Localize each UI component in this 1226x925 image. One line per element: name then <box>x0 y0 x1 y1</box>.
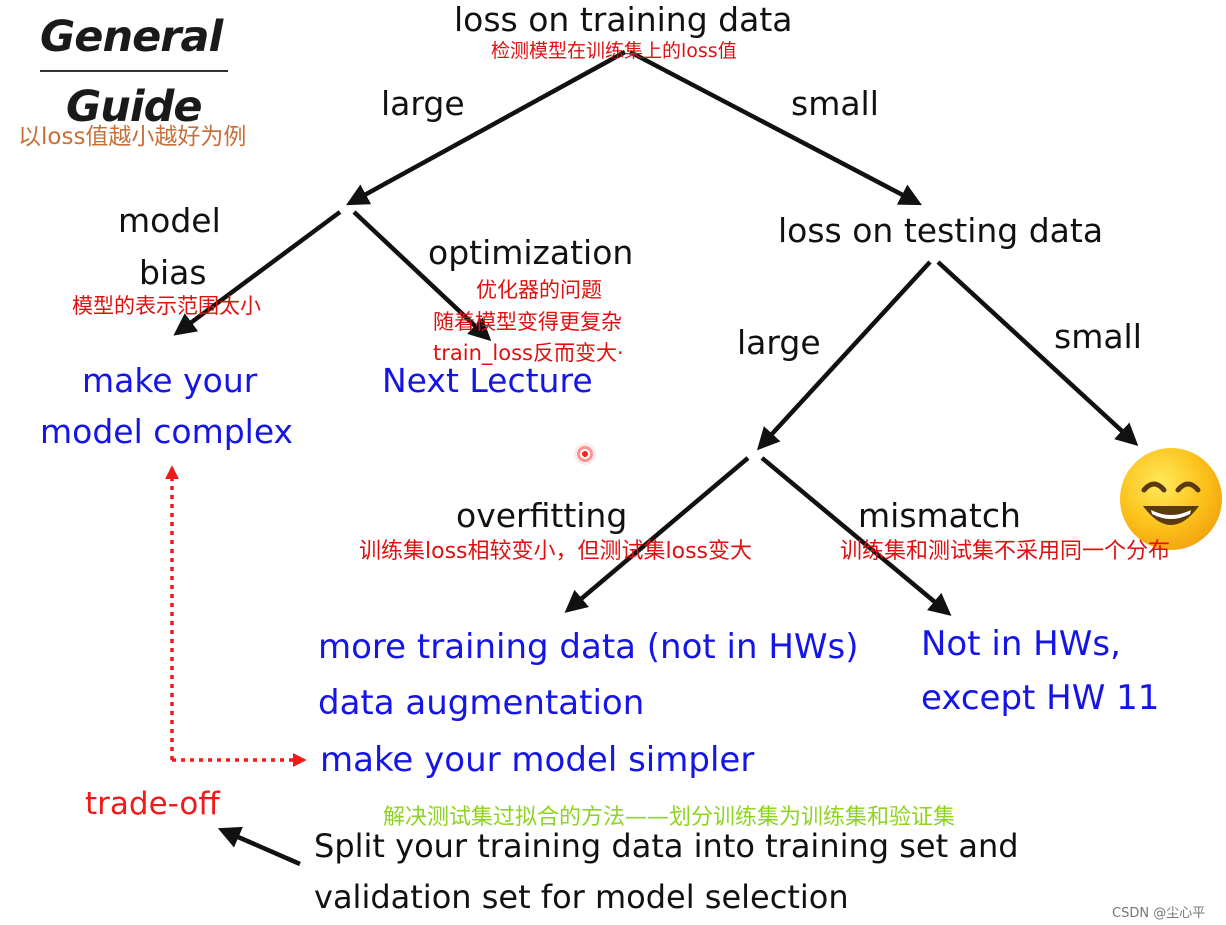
edge-to-optimization <box>352 210 492 342</box>
overfitting-remedy-1: more training data (not in HWs) <box>318 627 859 667</box>
optimization-remedy: Next Lecture <box>382 361 593 400</box>
note-loss-smaller-better: 以loss值越小越好为例 <box>18 124 247 150</box>
overfitting-annotation: 训练集loss相较变小，但测试集loss变大 <box>359 539 752 564</box>
model-bias-annotation: 模型的表示范围太小 <box>72 294 261 318</box>
title-general: General <box>40 12 223 62</box>
edge-root-to-train-small <box>628 50 922 206</box>
mismatch-annotation: 训练集和测试集不采用同一个分布 <box>840 539 1171 564</box>
mismatch-remedy-line1: Not in HWs, <box>921 624 1121 664</box>
overfitting-remedy-3: make your model simpler <box>320 740 755 780</box>
test-node-label: loss on testing data <box>778 211 1104 250</box>
mismatch-label: mismatch <box>858 496 1021 535</box>
branch-label-test-small: small <box>1054 317 1142 356</box>
optimization-annotation-line2: 随着模型变得更复杂 <box>433 310 622 334</box>
split-line1: Split your training data into training s… <box>314 827 1019 865</box>
branch-label-train-small: small <box>791 84 879 123</box>
title-guide: Guide <box>66 82 203 132</box>
optimization-annotation-line1: 优化器的问题 <box>476 278 602 302</box>
tradeoff-label: trade-off <box>85 786 220 822</box>
split-annotation: 解决测试集过拟合的方法——划分训练集为训练集和验证集 <box>383 805 956 830</box>
watermark: CSDN @尘心平 <box>1112 906 1206 921</box>
mismatch-remedy-line2: except HW 11 <box>921 678 1160 718</box>
edge-to-overfitting <box>564 456 750 613</box>
branch-label-train-large: large <box>381 84 465 123</box>
edge-test-to-large <box>756 260 932 451</box>
split-line2: validation set for model selection <box>314 878 849 916</box>
model-bias-remedy-line2: model complex <box>40 412 294 451</box>
overfitting-label: overfitting <box>456 496 628 535</box>
root-node-label: loss on training data <box>454 0 793 39</box>
edge-to-model-bias <box>173 210 342 336</box>
cursor-highlight-dot <box>574 443 596 465</box>
optimization-annotation-line3: train_loss反而变大· <box>433 341 624 365</box>
root-annotation: 检测模型在训练集上的loss值 <box>491 40 737 62</box>
smiley-face-icon <box>1120 448 1222 550</box>
edge-root-to-train-large <box>346 50 627 206</box>
edge-to-mismatch <box>760 456 952 616</box>
model-bias-label-line1: model <box>118 201 221 240</box>
model-bias-remedy-line1: make your <box>82 361 258 400</box>
optimization-label: optimization <box>428 233 634 272</box>
edge-test-to-small <box>936 260 1139 447</box>
model-bias-label-line2: bias <box>139 253 207 292</box>
overfitting-remedy-2: data augmentation <box>318 683 645 723</box>
edge-split-to-tradeoff <box>217 826 301 867</box>
title-divider <box>40 70 228 72</box>
branch-label-test-large: large <box>737 323 821 362</box>
